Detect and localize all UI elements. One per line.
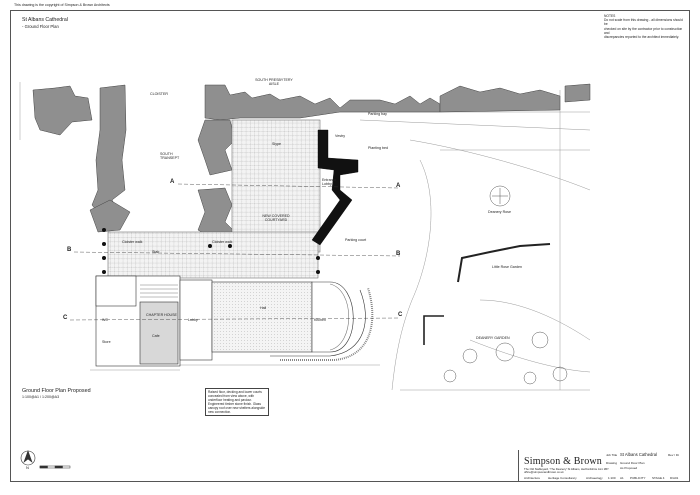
drawing-subtitle: - Ground Floor Plan (22, 24, 59, 29)
chapter-house-building (95, 275, 213, 367)
label-entrance-lobby: Entrance Lobby (322, 178, 337, 187)
label-chapter-house: CHAPTER HOUSE (146, 313, 177, 317)
label-parking-court: Parking court (345, 238, 367, 242)
title-block (518, 450, 691, 482)
plan-caption-scale: 1:100@A1 / 1:200@A3 (22, 395, 60, 399)
label-hall: Hall (260, 306, 267, 310)
north-arrow-icon (20, 450, 36, 466)
notes-heading: NOTES (604, 14, 616, 18)
label-kitchen: Kitchen (314, 318, 326, 322)
stair-treads (140, 284, 178, 298)
label-cloister-walk-west: Cloister walk (122, 240, 143, 244)
notes-line: discrepancies reported to the architect … (604, 35, 680, 40)
label-wc: WC (102, 318, 108, 322)
job-title: St Albans Cathedral (620, 452, 658, 457)
drawing-name: Ground Floor Plan (620, 461, 645, 465)
site-boundary-lines (19, 82, 591, 391)
label-stair: Stair (152, 250, 160, 254)
hall-ramp-hatch (280, 287, 374, 361)
firm-address: The Old Stableyard, 'The Deanery' St Alb… (524, 467, 609, 475)
section-marker-b-right: B (396, 251, 401, 257)
scale-bar (39, 465, 71, 469)
section-marker-c-right: C (398, 312, 403, 318)
copyright-notice: This drawing is the copyright of Simpson… (14, 3, 110, 7)
cathedral-south-aisle (204, 83, 591, 121)
construction-callout: Raised floor, decking and lower courts c… (205, 388, 269, 416)
south-transept-block (197, 119, 236, 241)
hall-ramp (270, 289, 366, 357)
new-wall-east (311, 129, 359, 246)
label-vestry: Vestry (335, 134, 345, 138)
project-title: St Albans Cathedral (22, 17, 68, 23)
label-deanery-garden: DEANERY GARDEN (476, 336, 510, 340)
notes-line: checked on site by the contractor prior … (604, 26, 683, 35)
garden-wall-path (423, 315, 444, 345)
drawing-label: Drawing (606, 461, 618, 465)
revision-label: Rev / Dt (668, 453, 679, 457)
notes-line: Do not scale from this drawing - all dim… (604, 18, 683, 27)
label-cloister-walk: Cloister walk (212, 240, 233, 244)
cloister-columns (102, 228, 320, 274)
label-rose-garden: Deanery Rose (488, 210, 511, 214)
plan-caption-title: Ground Floor Plan Proposed (22, 388, 91, 394)
label-south-transept: SOUTH TRANSEPT (160, 152, 180, 161)
west-transept-building (32, 84, 131, 233)
drawing-sheet-border (10, 10, 690, 482)
label-slype: Slype (272, 142, 281, 146)
cloister-walk-floor (107, 231, 319, 279)
new-hall (211, 281, 354, 353)
label-planting-bed: Planting bed (368, 146, 388, 150)
label-courtyard: NEW COVERED COURTYARD (262, 214, 290, 223)
label-cloister: CLOISTER (150, 92, 168, 96)
section-marker-b-left: B (67, 247, 72, 253)
garden-features (443, 185, 568, 385)
label-cafe: Cafe (152, 334, 160, 338)
firm-name: Simpson & Brown (524, 456, 603, 467)
label-lobby: Lobby (188, 318, 198, 322)
north-label: N (26, 465, 29, 470)
covered-courtyard-floor (231, 119, 321, 253)
section-marker-c-left: C (63, 315, 68, 321)
drawing-status: As Proposed (620, 466, 638, 470)
label-south-presbytery-aisle: SOUTH PRESBYTERY AISLE (255, 78, 293, 87)
label-parking-bay: Parking bay (368, 112, 387, 116)
garden-wall-curved (457, 243, 551, 283)
label-little-rose-garden: Little Rose Garden (492, 265, 522, 269)
section-marker-a-left: A (170, 179, 175, 185)
section-marker-a-right: A (396, 183, 401, 189)
section-lines (69, 183, 401, 321)
job-label: Job Title (606, 453, 618, 457)
notes-block: NOTES Do not scale from this drawing - a… (604, 14, 686, 39)
label-store: Store (102, 340, 111, 344)
